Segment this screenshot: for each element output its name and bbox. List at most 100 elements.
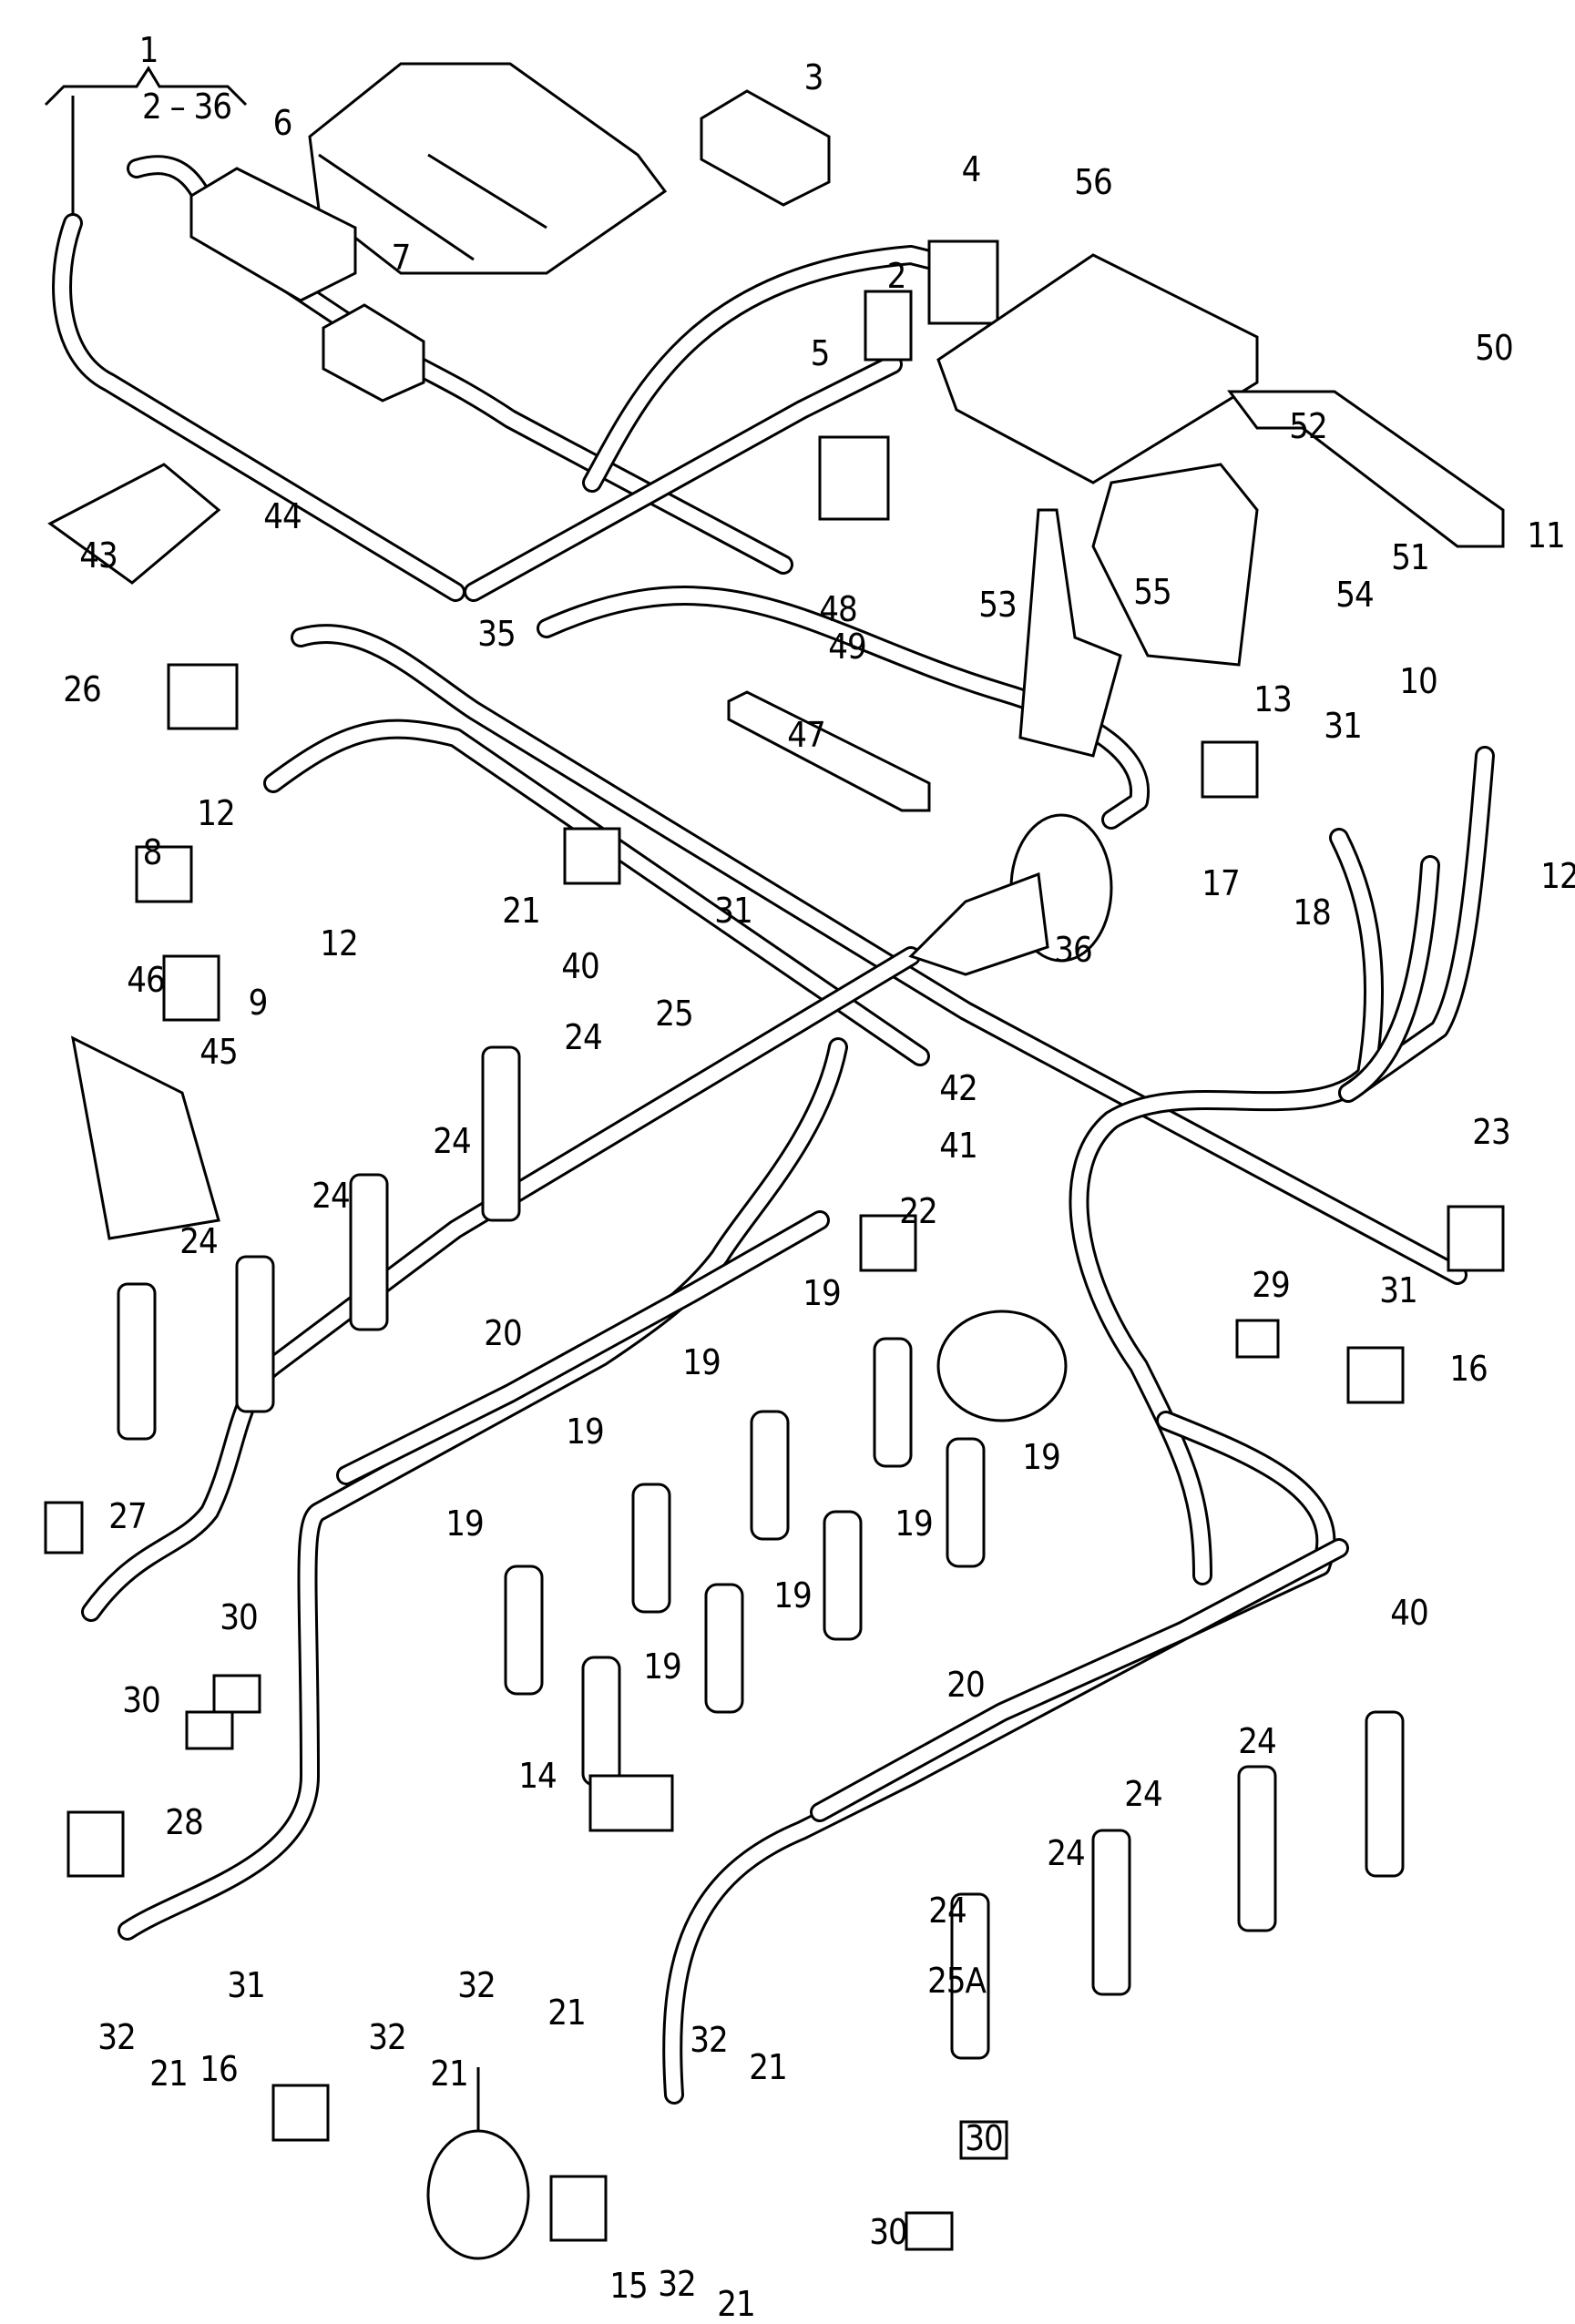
callout-1: 1 bbox=[138, 30, 159, 70]
callout-36: 36 bbox=[1054, 930, 1092, 970]
callout-24: 24 bbox=[312, 1176, 350, 1216]
callout-31: 31 bbox=[227, 1965, 265, 2005]
bracket-45 bbox=[70, 1035, 220, 1240]
callout-56: 56 bbox=[1074, 162, 1112, 202]
callout-19: 19 bbox=[895, 1503, 933, 1544]
callout-32: 32 bbox=[97, 2017, 136, 2057]
callout-21: 21 bbox=[149, 2054, 188, 2094]
grommet-36 bbox=[908, 813, 1113, 976]
callout-24: 24 bbox=[179, 1221, 218, 1261]
callout-19: 19 bbox=[773, 1575, 812, 1616]
callout-40: 40 bbox=[561, 946, 599, 986]
callout-30: 30 bbox=[220, 1597, 258, 1637]
callout-48: 48 bbox=[819, 589, 857, 629]
callout-20: 20 bbox=[946, 1665, 985, 1705]
callout-29: 29 bbox=[1252, 1265, 1290, 1305]
callout-30: 30 bbox=[122, 1680, 160, 1720]
callout-40: 40 bbox=[1390, 1593, 1428, 1633]
connector-5 bbox=[818, 435, 890, 521]
callout-12: 12 bbox=[1540, 856, 1575, 896]
callout-8: 8 bbox=[142, 832, 163, 872]
callout-54: 54 bbox=[1335, 575, 1374, 615]
callout-21: 21 bbox=[749, 2047, 787, 2087]
callout-52: 52 bbox=[1289, 406, 1327, 446]
callout-30: 30 bbox=[869, 2212, 907, 2252]
callout-49: 49 bbox=[828, 627, 866, 667]
callout-32: 32 bbox=[690, 2020, 728, 2060]
callout-12: 12 bbox=[197, 793, 235, 833]
callout-14: 14 bbox=[518, 1756, 557, 1796]
callout-42: 42 bbox=[939, 1068, 977, 1108]
callout-19: 19 bbox=[682, 1342, 721, 1382]
callout-9: 9 bbox=[248, 983, 269, 1023]
vacuum-unit bbox=[426, 2067, 530, 2260]
callout-13: 13 bbox=[1253, 679, 1292, 719]
callout-35: 35 bbox=[477, 614, 516, 654]
callout-43: 43 bbox=[79, 535, 118, 576]
callout-19: 19 bbox=[643, 1646, 681, 1687]
callout-18: 18 bbox=[1293, 892, 1331, 933]
callout-25A: 25A bbox=[927, 1961, 987, 2001]
bracket-53 bbox=[1018, 508, 1122, 758]
callout-5: 5 bbox=[810, 333, 831, 373]
callout-50: 50 bbox=[1475, 328, 1513, 368]
callout-23: 23 bbox=[1472, 1112, 1510, 1152]
callout-41: 41 bbox=[939, 1126, 977, 1166]
callout-24: 24 bbox=[1124, 1774, 1162, 1814]
callout-32: 32 bbox=[658, 2264, 696, 2304]
callout-28: 28 bbox=[165, 1802, 203, 1842]
connector-2 bbox=[864, 290, 913, 362]
callout-17: 17 bbox=[1202, 863, 1240, 903]
callout-12: 12 bbox=[320, 923, 358, 963]
callout-2: 2 bbox=[886, 256, 907, 296]
callout-24: 24 bbox=[1047, 1833, 1085, 1873]
callout-6: 6 bbox=[272, 103, 293, 143]
callout-10: 10 bbox=[1399, 661, 1437, 701]
group-bracket bbox=[44, 66, 248, 223]
connector-3 bbox=[700, 89, 831, 207]
callout-16: 16 bbox=[199, 2049, 238, 2089]
callout-25: 25 bbox=[655, 994, 693, 1034]
ignition-coils bbox=[117, 1045, 1405, 2060]
callout-24: 24 bbox=[433, 1121, 471, 1161]
callout-24: 24 bbox=[564, 1017, 602, 1057]
connector-7 bbox=[322, 303, 425, 403]
callout-31: 31 bbox=[714, 891, 752, 931]
callout-45: 45 bbox=[199, 1032, 238, 1072]
callout-19: 19 bbox=[445, 1503, 484, 1544]
bracket-43 bbox=[47, 463, 221, 585]
callout-19: 19 bbox=[1022, 1437, 1060, 1477]
callout-51: 51 bbox=[1391, 537, 1429, 577]
relay-box-56 bbox=[936, 253, 1259, 484]
callout-21: 21 bbox=[502, 891, 540, 931]
callout-11: 11 bbox=[1527, 515, 1565, 556]
callout-24: 24 bbox=[1238, 1721, 1276, 1761]
callout-22: 22 bbox=[899, 1191, 937, 1231]
callout-20: 20 bbox=[484, 1313, 522, 1353]
callout-30: 30 bbox=[965, 2118, 1003, 2158]
harness-trunks bbox=[52, 155, 1495, 2105]
engine-control-unit bbox=[308, 62, 668, 275]
callout-46: 46 bbox=[127, 960, 165, 1000]
callout-2 – 36: 2 – 36 bbox=[141, 87, 232, 127]
callout-16: 16 bbox=[1449, 1349, 1488, 1389]
misc-connectors bbox=[44, 663, 1505, 2251]
callout-7: 7 bbox=[391, 238, 412, 278]
callout-24: 24 bbox=[928, 1891, 966, 1931]
bracket-52 bbox=[1091, 463, 1259, 667]
callout-3: 3 bbox=[803, 57, 824, 97]
callout-44: 44 bbox=[263, 496, 302, 536]
bracket-47 bbox=[727, 690, 931, 812]
callout-31: 31 bbox=[1379, 1270, 1417, 1310]
callout-26: 26 bbox=[63, 669, 101, 709]
callout-19: 19 bbox=[803, 1273, 841, 1313]
callout-32: 32 bbox=[457, 1965, 496, 2005]
connector-4 bbox=[927, 240, 999, 325]
air-flow-meter bbox=[936, 1310, 1068, 1422]
callout-21: 21 bbox=[430, 2054, 468, 2094]
callout-55: 55 bbox=[1133, 572, 1171, 612]
bracket-50 bbox=[1227, 390, 1505, 548]
callout-21: 21 bbox=[547, 1993, 586, 2033]
